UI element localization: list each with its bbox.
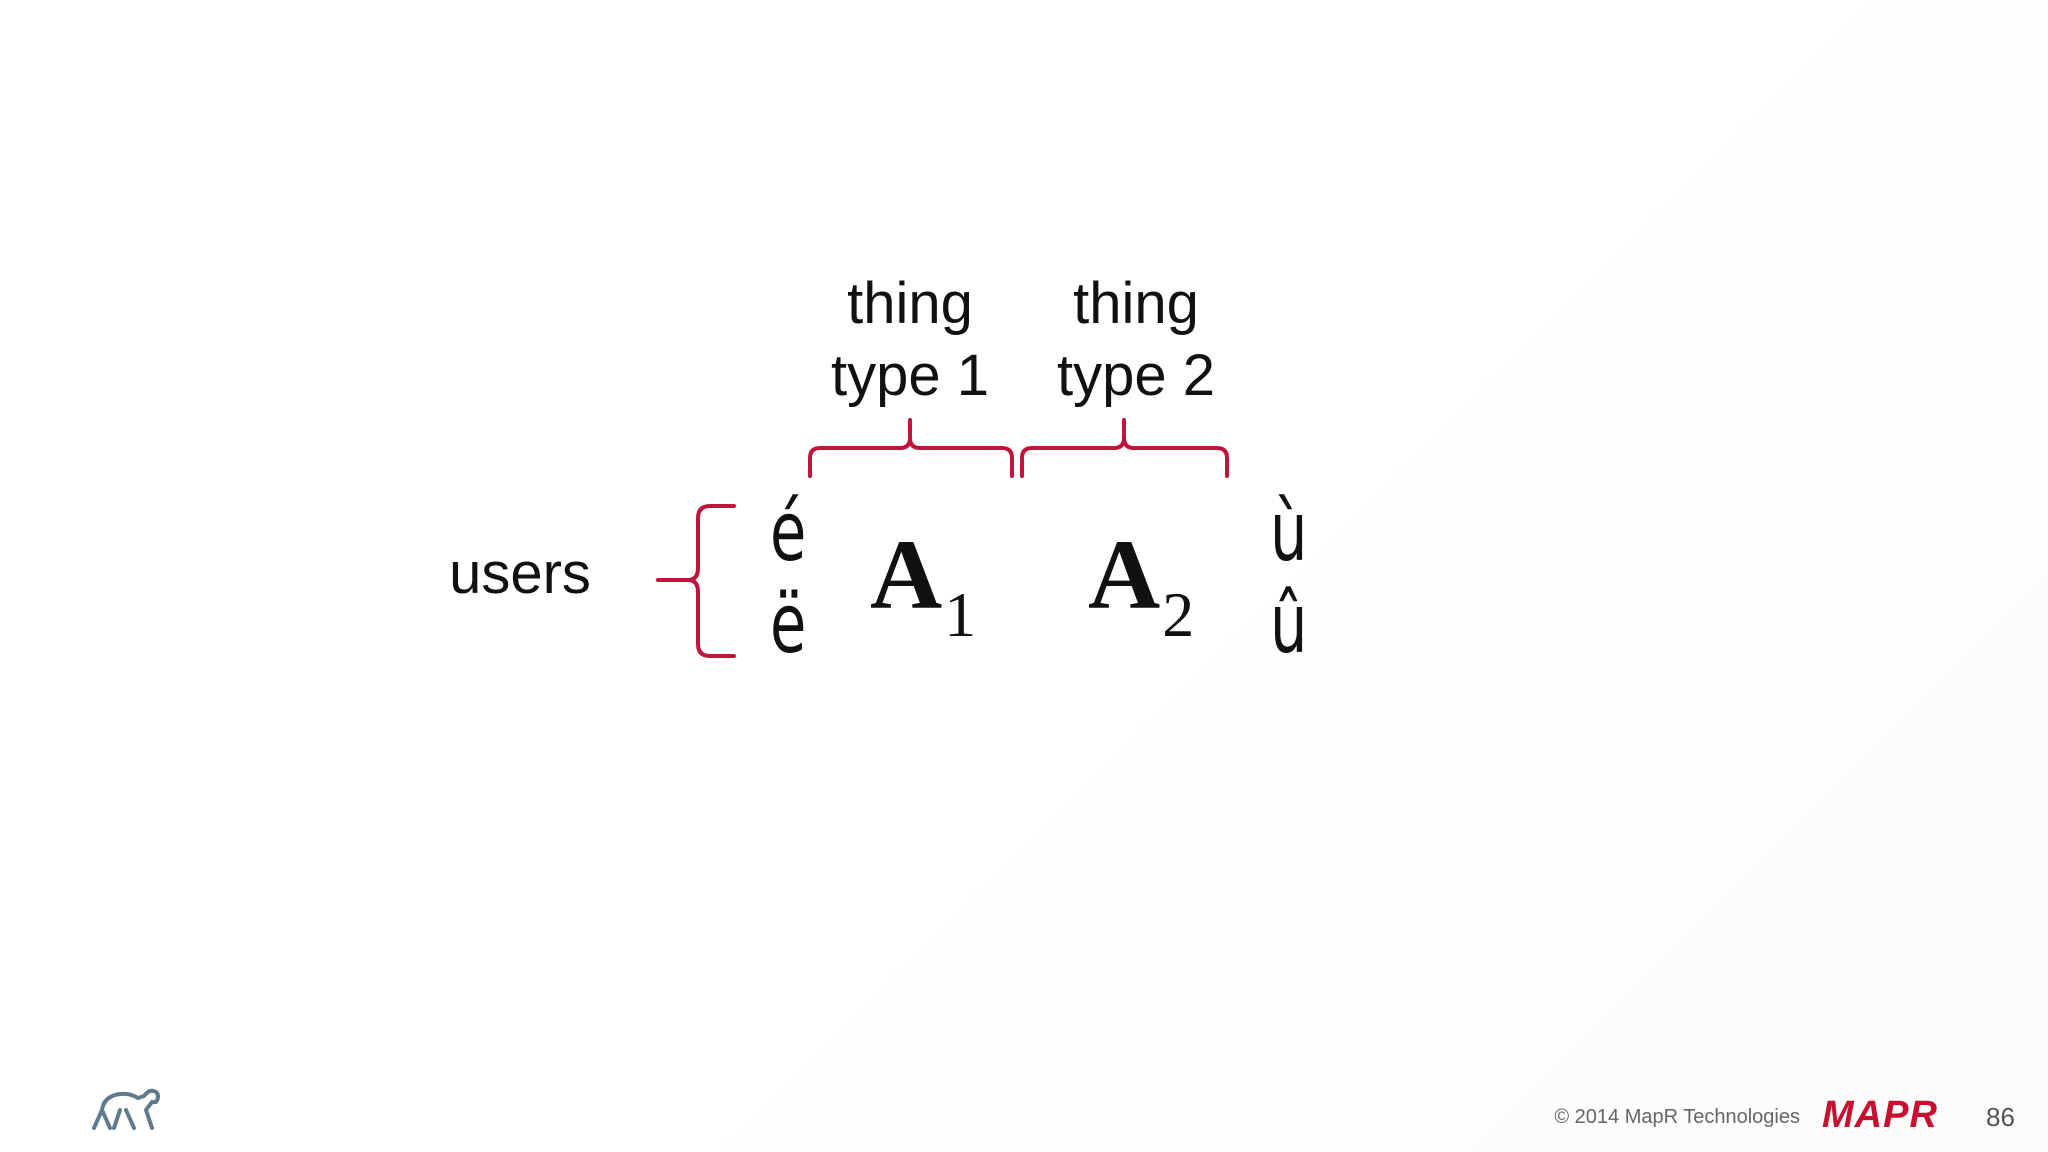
page-number: 86: [1986, 1102, 2015, 1132]
thing-type-2-label: thing type 2: [1026, 268, 1246, 412]
matrix-a1-symbol: A: [870, 519, 943, 630]
copyright-text: © 2014 MapR Technologies: [1554, 1106, 1800, 1128]
thing-type-1-label: thing type 1: [800, 268, 1020, 412]
matrix-a2-symbol: A: [1088, 519, 1161, 630]
thing-type-1-line1: thing: [847, 271, 973, 336]
matrix-a2: A2: [1088, 519, 1194, 651]
item-vector-glyph-2: û: [1270, 577, 1308, 672]
matrix-a1-subscript: 1: [944, 579, 977, 650]
item-vector-glyph-1: ù: [1270, 485, 1308, 580]
elephant-logo-icon: [92, 1088, 160, 1130]
users-label: users: [449, 541, 591, 606]
matrix-a2-subscript: 2: [1162, 579, 1195, 650]
matrix-a1: A1: [870, 519, 976, 651]
thing-type-2-line1: thing: [1073, 271, 1199, 336]
thing-type-1-line2: type 1: [831, 343, 989, 408]
user-vector-glyph-2: ë: [770, 577, 807, 672]
user-vector-glyph-1: é: [770, 485, 807, 580]
mapr-brand-logo: MAPR: [1822, 1094, 1938, 1136]
thing-type-2-line2: type 2: [1057, 343, 1215, 408]
